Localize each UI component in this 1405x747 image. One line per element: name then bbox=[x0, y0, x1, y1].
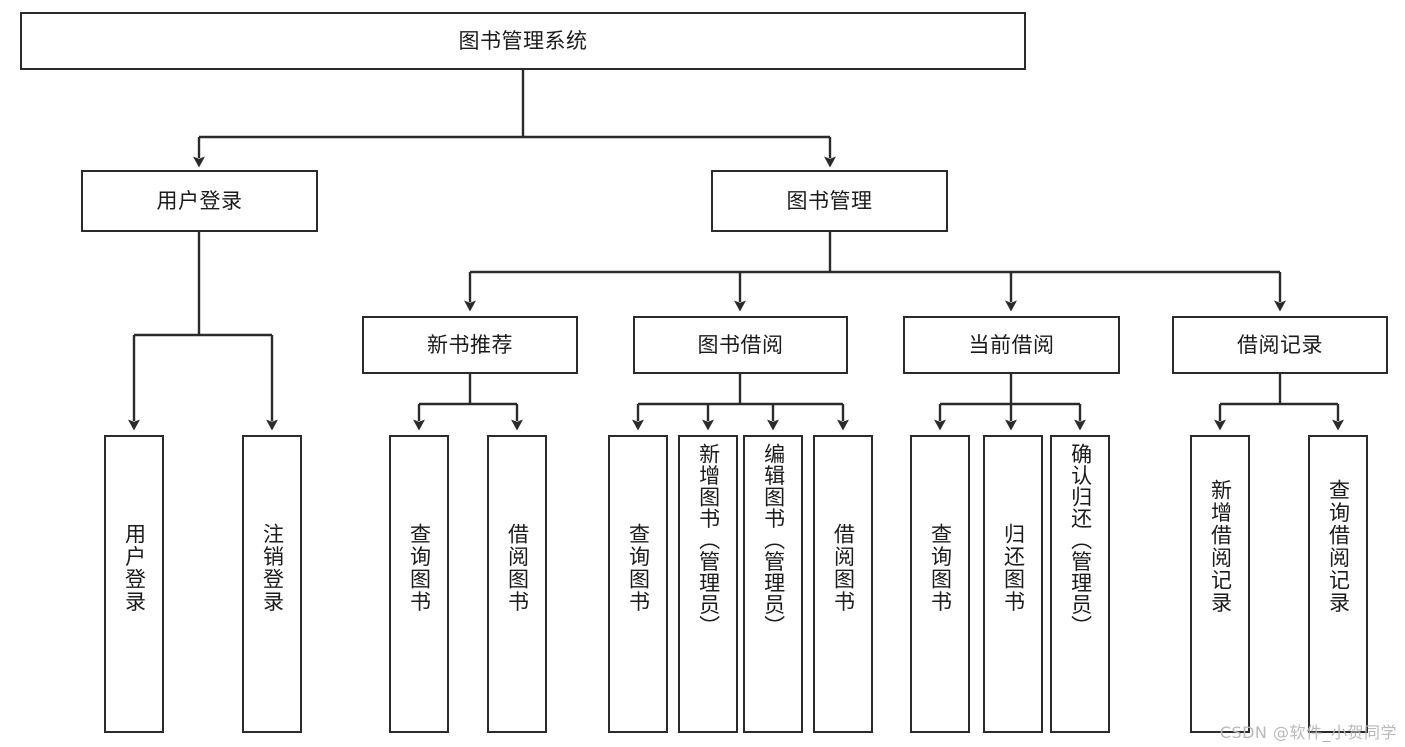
edge-record-to-leaves bbox=[1214, 374, 1344, 431]
node-label: 注销登录 bbox=[260, 523, 285, 613]
node-label: 编辑图书（管理员） bbox=[761, 443, 786, 637]
edge-login-to-leaves bbox=[128, 232, 278, 431]
leaf-newbook-borrow-books[interactable]: 借阅图书 bbox=[487, 435, 547, 733]
node-label: 借阅记录 bbox=[1237, 332, 1323, 357]
node-new-book-recommendation[interactable]: 新书推荐 bbox=[362, 316, 578, 374]
node-book-borrowing[interactable]: 图书借阅 bbox=[633, 316, 848, 374]
leaf-newbook-query-books[interactable]: 查询图书 bbox=[389, 435, 449, 733]
node-label: 新增图书（管理员） bbox=[696, 443, 721, 637]
leaf-user-logout[interactable]: 注销登录 bbox=[242, 435, 302, 733]
node-label: 查询图书 bbox=[626, 523, 651, 613]
leaf-borrow-add-book-admin[interactable]: 新增图书（管理员） bbox=[678, 435, 738, 733]
leaf-borrow-lend-books[interactable]: 借阅图书 bbox=[813, 435, 873, 733]
node-label: 图书管理 bbox=[786, 188, 873, 213]
leaf-borrow-edit-book-admin[interactable]: 编辑图书（管理员） bbox=[743, 435, 803, 733]
node-label: 归还图书 bbox=[1001, 523, 1026, 613]
node-label: 查询图书 bbox=[928, 523, 953, 613]
node-label: 确认归还（管理员） bbox=[1068, 443, 1093, 637]
node-root-system[interactable]: 图书管理系统 bbox=[20, 12, 1026, 70]
edge-root-to-level1 bbox=[193, 70, 836, 168]
leaf-borrow-query-books[interactable]: 查询图书 bbox=[608, 435, 668, 733]
leaf-record-query-borrow-record[interactable]: 查询借阅记录 bbox=[1308, 435, 1368, 733]
leaf-current-query-books[interactable]: 查询图书 bbox=[910, 435, 970, 733]
node-label: 当前借阅 bbox=[968, 332, 1055, 357]
edge-books-to-level2 bbox=[464, 232, 1286, 312]
node-user-login[interactable]: 用户登录 bbox=[81, 170, 318, 232]
leaf-current-return-books[interactable]: 归还图书 bbox=[983, 435, 1043, 733]
node-borrow-records[interactable]: 借阅记录 bbox=[1172, 316, 1388, 374]
node-label: 图书借阅 bbox=[697, 332, 784, 357]
edge-borrow-to-leaves bbox=[632, 374, 849, 431]
node-label: 查询图书 bbox=[407, 523, 432, 613]
node-label: 图书管理系统 bbox=[458, 28, 588, 53]
node-label: 用户登录 bbox=[122, 523, 147, 613]
node-label: 新增借阅记录 bbox=[1208, 479, 1233, 614]
leaf-current-confirm-return-admin[interactable]: 确认归还（管理员） bbox=[1050, 435, 1110, 733]
leaf-user-login[interactable]: 用户登录 bbox=[104, 435, 164, 733]
leaf-record-add-borrow-record[interactable]: 新增借阅记录 bbox=[1190, 435, 1250, 733]
node-label: 用户登录 bbox=[156, 188, 243, 213]
node-label: 借阅图书 bbox=[831, 523, 856, 613]
node-label: 借阅图书 bbox=[505, 523, 530, 613]
node-book-management[interactable]: 图书管理 bbox=[711, 170, 948, 232]
edge-current-to-leaves bbox=[934, 374, 1086, 431]
node-current-borrowing[interactable]: 当前借阅 bbox=[903, 316, 1120, 374]
csdn-watermark: CSDN @软件_小贺同学 bbox=[1219, 723, 1397, 742]
node-label: 查询借阅记录 bbox=[1326, 479, 1351, 614]
node-label: 新书推荐 bbox=[427, 332, 513, 357]
edge-newbook-to-leaves bbox=[413, 374, 523, 431]
